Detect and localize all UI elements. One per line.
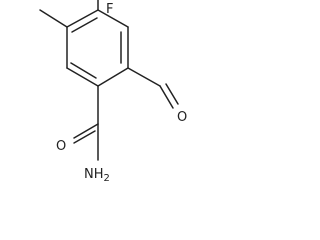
formyl-bond-co: [159, 85, 174, 109]
ring-bond-c4-c5-inner: [70, 62, 97, 79]
molecule-structure: F O O NH2: [39, 0, 187, 184]
aldehyde-oxygen-label: O: [177, 110, 187, 125]
amide-bond-co-inner: [73, 130, 96, 144]
amine-label: NH2: [84, 167, 110, 184]
ring-bond-c4-c5: [66, 67, 99, 87]
formyl-bond-ring: [127, 67, 161, 87]
ring-bond-c6-c1-inner: [71, 17, 98, 33]
formyl-bond-co-inner: [165, 83, 179, 105]
fluorine-label: F: [106, 2, 113, 17]
ring-bond-c6-c1: [66, 9, 99, 28]
ring-bond-c3-c4: [97, 67, 129, 87]
amide-bond-co: [73, 123, 99, 139]
amine-label-subscript: 2: [104, 173, 110, 184]
ring-bond-c1-c2: [97, 9, 129, 28]
methyl-bond: [39, 9, 68, 28]
molecule-diagram: F O O NH2: [0, 0, 194, 193]
amide-oxygen-label: O: [56, 139, 66, 154]
amine-label-main: NH: [84, 167, 104, 182]
